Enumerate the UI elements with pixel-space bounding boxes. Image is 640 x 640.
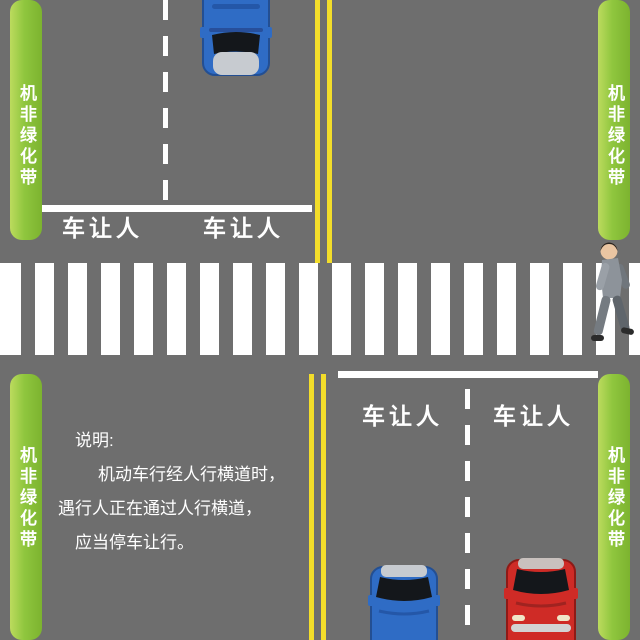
yield-marking-top-left: 车让人 [62, 215, 143, 241]
green-belt-label: 机非绿化带 [605, 446, 624, 551]
green-belt-label: 机非绿化带 [17, 446, 36, 551]
lane-divider-dashed-bottom [465, 389, 470, 640]
pedestrian-icon [590, 240, 640, 346]
explanation-block: 说明: 机动车行经人行横道时， 遇行人正在通过人行横道， 应当停车让行。 [58, 424, 298, 560]
green-belt-top-right: 机非绿化带 [598, 0, 630, 240]
green-belt-bottom-left: 机非绿化带 [10, 374, 42, 640]
explanation-line: 应当停车让行。 [75, 533, 194, 552]
green-belt-top-left: 机非绿化带 [10, 0, 42, 240]
blue-car-bottom-icon [367, 565, 441, 640]
explanation-line: 遇行人正在通过人行横道， [58, 499, 262, 518]
green-belt-bottom-right: 机非绿化带 [598, 374, 630, 640]
double-yellow-line-bottom [309, 374, 326, 640]
crosswalk-zebra-stripes [0, 263, 640, 355]
yield-marking-bottom-left: 车让人 [362, 403, 443, 429]
explanation-heading: 说明: [75, 431, 114, 450]
yield-marking-top-right: 车让人 [203, 215, 284, 241]
green-belt-label: 机非绿化带 [605, 84, 624, 189]
blue-car-top-icon [199, 0, 273, 77]
stop-line-bottom [338, 371, 598, 378]
stop-line-top [36, 205, 312, 212]
explanation-line: 机动车行经人行横道时， [98, 465, 285, 484]
double-yellow-line-top [315, 0, 332, 263]
green-belt-label: 机非绿化带 [17, 84, 36, 189]
yield-marking-bottom-right: 车让人 [493, 403, 574, 429]
lane-divider-dashed-top [163, 0, 168, 200]
red-car-bottom-icon [503, 558, 579, 640]
